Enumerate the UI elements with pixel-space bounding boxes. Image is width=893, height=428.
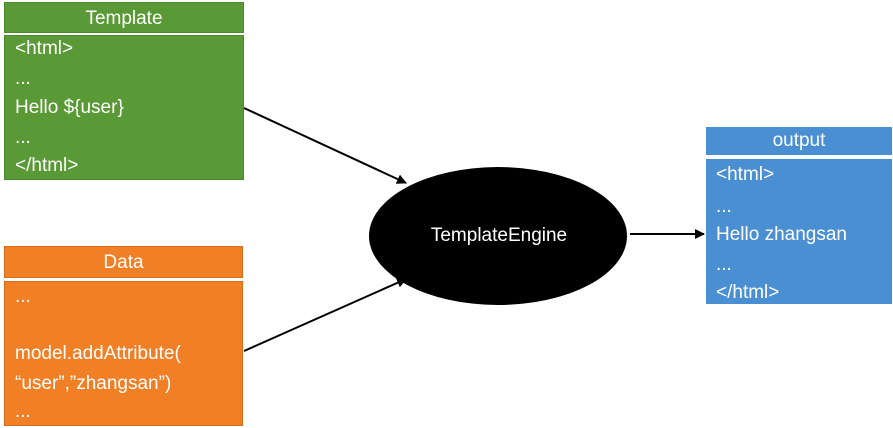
template-engine-ellipse [369,167,627,305]
template-title: Template [85,8,163,29]
template-line: Hello ${user} [15,97,124,118]
template-header: Template [4,2,244,33]
output-line: <html> [716,164,775,185]
output-line: Hello zhangsan [716,224,847,245]
data-line: ... [15,401,31,422]
data-title: Data [103,252,144,273]
template-engine-label: TemplateEngine [430,225,568,246]
template-line: ... [15,127,31,148]
output-line: ... [716,196,732,217]
output-header: output [706,127,892,155]
template-line: <html> [15,38,74,59]
output-line: </html> [716,282,780,303]
output-line: ... [716,254,732,275]
template-body: <html> ... Hello ${user} ... </html> [4,35,244,180]
template-line: ... [15,68,31,89]
arrow-template-to-engine [243,107,407,184]
arrow-data-to-engine [243,278,407,352]
output-title: output [772,130,826,151]
data-line: “user”,”zhangsan”) [15,373,172,394]
data-header: Data [4,246,243,278]
data-line: ... [15,286,31,307]
data-body: ... model.addAttribute( “user”,”zhangsan… [4,281,243,426]
template-line: </html> [15,155,79,176]
data-line: model.addAttribute( [15,343,181,364]
output-body: <html> ... Hello zhangsan ... </html> [706,159,892,304]
